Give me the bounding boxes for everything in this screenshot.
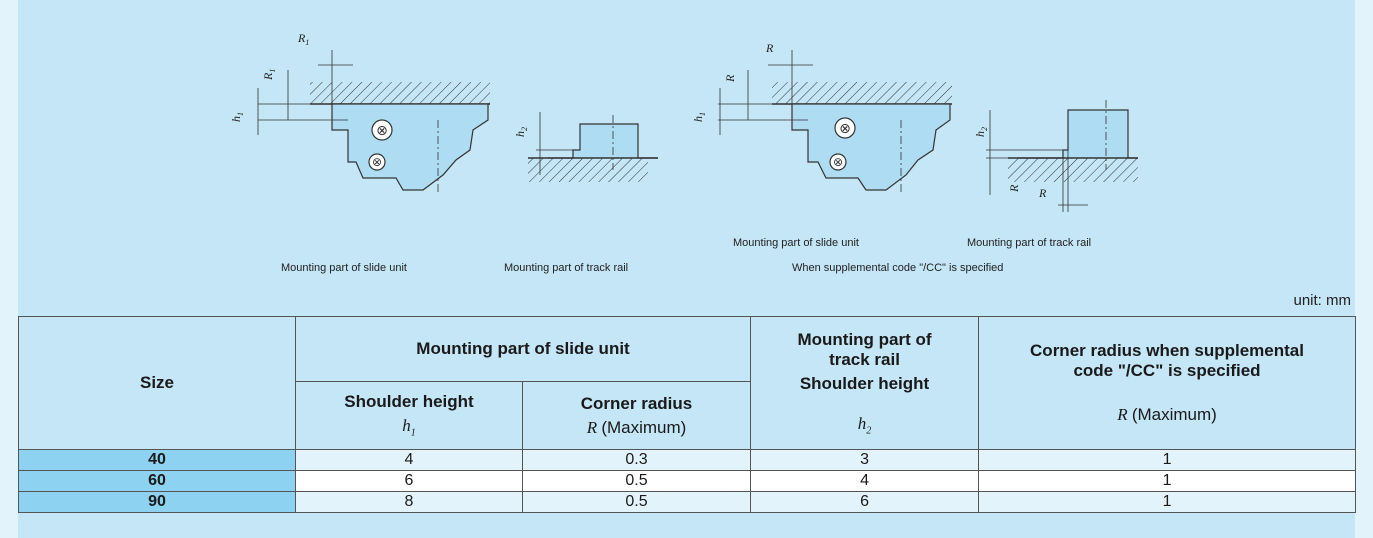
- cell-r: 0.5: [521, 491, 752, 513]
- cell-h1: 4: [295, 449, 523, 471]
- svg-text:h1: h1: [229, 112, 245, 122]
- cell-r: 0.3: [521, 449, 752, 471]
- cell-h1: 6: [295, 470, 523, 492]
- header-track-shoulder-height: Shoulder height: [799, 373, 930, 393]
- table-row: 40 4 0.3 3 1: [18, 449, 1357, 471]
- track-rail-drawing-left: [528, 112, 658, 182]
- mounting-dimensions-table: Size Mounting part of slide unit Mountin…: [18, 316, 1357, 513]
- svg-text:⊗: ⊗: [376, 123, 388, 139]
- svg-text:R: R: [1007, 184, 1021, 193]
- header-sym-h1: h1: [402, 416, 416, 439]
- header-shoulder-height: Shoulder height h1: [295, 381, 523, 450]
- header-sym-h2: h2: [857, 413, 872, 437]
- unit-label: unit: mm: [1293, 292, 1351, 309]
- cell-r-cc: 1: [978, 449, 1357, 471]
- slide-unit-drawing-right: ⊗ ⊗: [718, 50, 952, 195]
- cell-h2: 3: [750, 449, 980, 471]
- header-cc-title: Corner radius when supplemental code "/C…: [1030, 341, 1304, 380]
- header-sym-r: R (Maximum): [586, 417, 687, 437]
- cell-size: 40: [18, 449, 296, 471]
- mounting-figure: ⊗ ⊗ R1 R1 h1: [18, 0, 1355, 316]
- slide-unit-drawing-left: ⊗ ⊗: [257, 50, 490, 195]
- header-track-rail-title: Mounting part of track rail: [797, 329, 932, 369]
- cell-size: 60: [18, 470, 296, 492]
- label-R: R: [765, 41, 774, 55]
- svg-text:⊗: ⊗: [833, 155, 843, 169]
- header-cc-group: Corner radius when supplemental code "/C…: [978, 316, 1357, 450]
- header-sym-r-cc: R (Maximum): [1117, 405, 1217, 424]
- cell-r: 0.5: [521, 470, 752, 492]
- header-track-rail-group: Mounting part of track rail Shoulder hei…: [750, 316, 980, 450]
- label-R1: R1: [297, 31, 309, 47]
- header-size: Size: [18, 316, 296, 450]
- cell-h2: 4: [750, 470, 980, 492]
- svg-text:h1: h1: [691, 112, 707, 122]
- caption-cc-note: When supplemental code "/CC" is specifie…: [792, 262, 1004, 274]
- svg-text:⊗: ⊗: [372, 155, 382, 169]
- caption-slide-unit-left: Mounting part of slide unit: [281, 262, 407, 274]
- cell-h2: 6: [750, 491, 980, 513]
- svg-text:R: R: [1038, 186, 1047, 200]
- cell-h1: 8: [295, 491, 523, 513]
- caption-slide-unit-right: Mounting part of slide unit: [733, 237, 859, 249]
- header-corner-radius: Corner radius R (Maximum): [521, 381, 752, 450]
- table-row: 60 6 0.5 4 1: [18, 470, 1357, 492]
- svg-text:h2: h2: [513, 127, 529, 137]
- table-row: 90 8 0.5 6 1: [18, 491, 1357, 513]
- cell-size: 90: [18, 491, 296, 513]
- svg-text:h2: h2: [973, 127, 989, 137]
- caption-track-rail-right: Mounting part of track rail: [967, 237, 1092, 249]
- svg-text:R1: R1: [261, 69, 277, 81]
- mounting-diagram: ⊗ ⊗ R1 R1 h1: [229, 31, 1138, 212]
- track-rail-drawing-right: [986, 100, 1138, 212]
- cell-r-cc: 1: [978, 491, 1357, 513]
- svg-text:R: R: [723, 74, 737, 83]
- cell-r-cc: 1: [978, 470, 1357, 492]
- svg-text:⊗: ⊗: [839, 121, 851, 137]
- caption-track-rail-left: Mounting part of track rail: [504, 262, 629, 274]
- header-slide-unit-group: Mounting part of slide unit: [294, 316, 752, 382]
- document-panel: ⊗ ⊗ R1 R1 h1: [18, 0, 1357, 538]
